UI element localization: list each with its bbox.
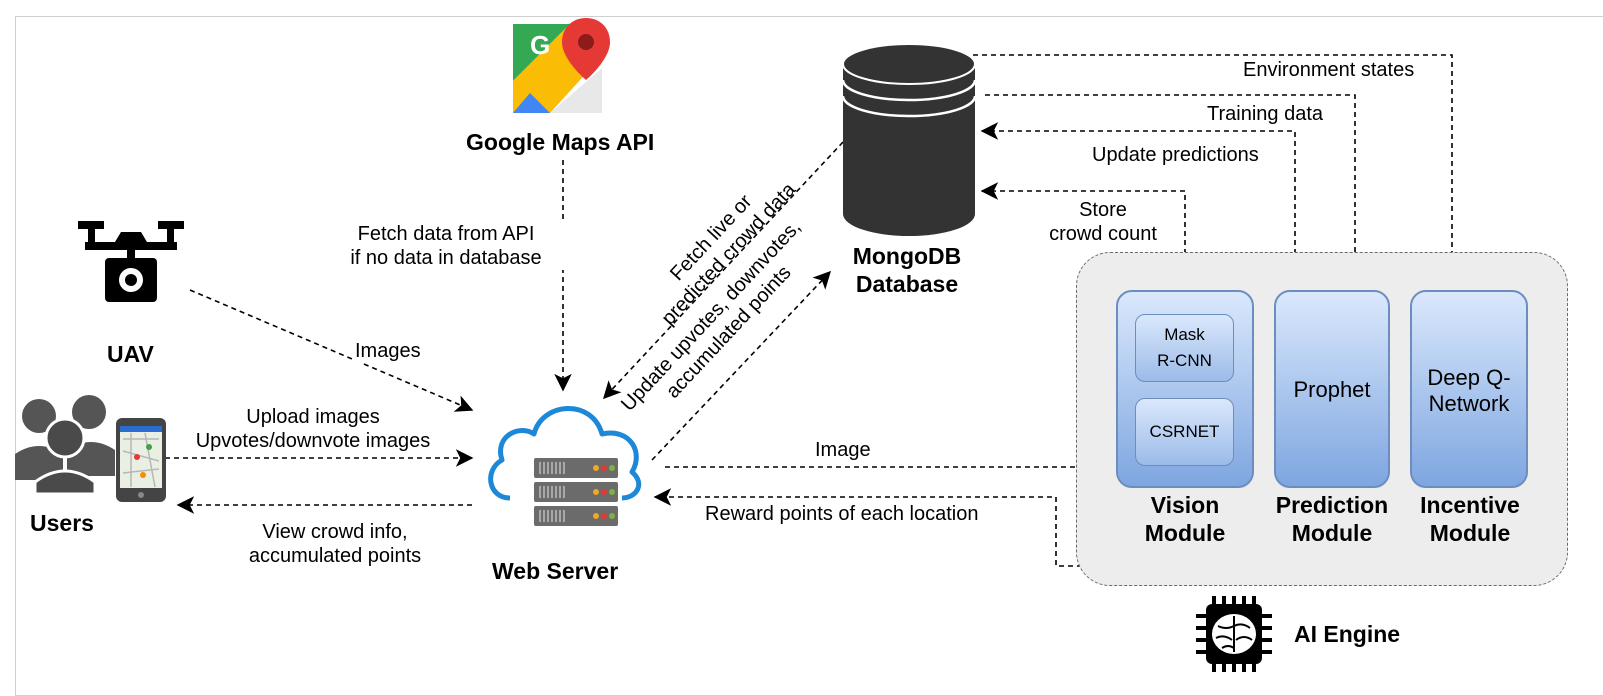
reward-label: Reward points of each location xyxy=(705,503,979,525)
users-label: Users xyxy=(30,510,94,536)
edge-db-to-server xyxy=(602,141,844,400)
csrnet-box: CSRNET xyxy=(1135,398,1234,466)
smartphone-icon xyxy=(116,418,166,502)
view-crowd-label: View crowd info,accumulated points xyxy=(248,521,422,567)
uav-label: UAV xyxy=(107,341,154,367)
environment-states-label: Environment states xyxy=(1243,58,1415,82)
deep-q-network-label: Deep Q-Network xyxy=(1427,365,1511,416)
image-label: Image xyxy=(815,439,871,461)
edge-vision-to-db xyxy=(980,182,1186,290)
svg-text:G: G xyxy=(530,30,550,60)
users-icon xyxy=(15,395,115,494)
prediction-module-box xyxy=(1274,290,1390,488)
drone-icon xyxy=(78,221,184,302)
edge-server-to-db xyxy=(651,270,832,461)
edge-db-to-incentive xyxy=(955,54,1461,290)
images-label: Images xyxy=(355,339,421,363)
edge-db-to-prediction xyxy=(985,94,1364,290)
edge-uav-to-server xyxy=(189,289,474,412)
training-data-label: Training data xyxy=(1207,102,1323,126)
brain-chip-icon xyxy=(1196,596,1272,672)
web-server-label: Web Server xyxy=(492,558,619,584)
cloud-server-icon xyxy=(488,406,642,526)
incentive-module-box xyxy=(1410,290,1528,488)
prophet-label: Prophet xyxy=(1293,377,1371,402)
google-maps-label: Google Maps API xyxy=(466,129,655,155)
database-icon xyxy=(841,43,977,236)
update-predictions-label: Update predictions xyxy=(1092,143,1259,167)
ai-engine-label: AI Engine xyxy=(1294,621,1401,647)
google-maps-icon: G xyxy=(513,18,610,113)
